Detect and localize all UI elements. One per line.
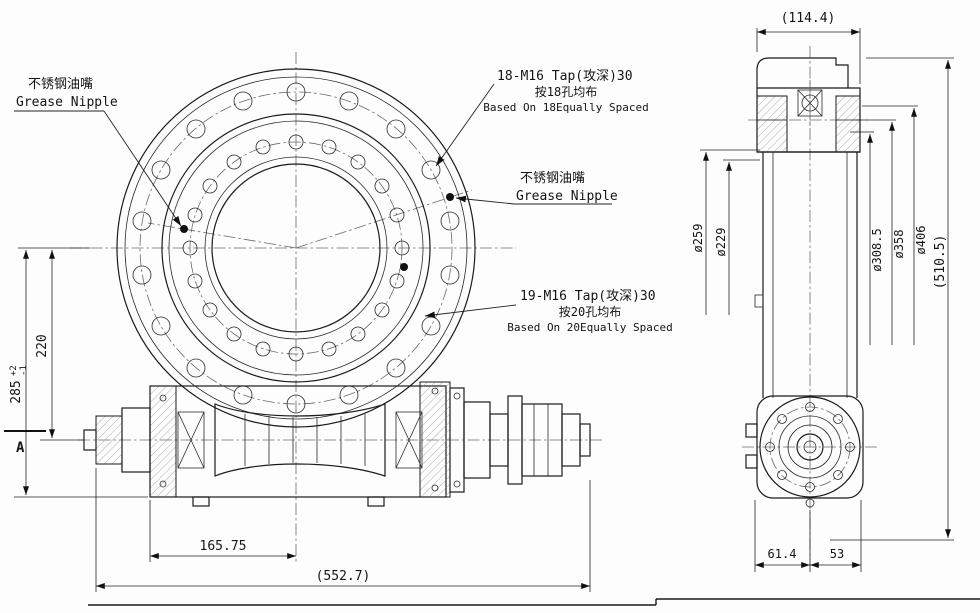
note-tap18-title: 18-M16 Tap(攻深)30 xyxy=(497,69,633,84)
grease-nipple-outer-icon xyxy=(446,193,454,201)
dimensions: 220 285 +2 -1 A 165.75 (552.7) (114.4) ø… xyxy=(4,11,954,592)
dim-dia406: ø406 xyxy=(914,226,928,255)
sheet-border xyxy=(88,598,980,606)
note-tap18-cn: 按18孔均布 xyxy=(535,85,597,99)
side-view-centerlines xyxy=(742,46,878,560)
note-grease-left-cn: 不锈钢油嘴 xyxy=(28,77,93,92)
dim-285-tol-minus: -1 xyxy=(19,365,29,376)
dim-285: 285 +2 -1 xyxy=(9,365,29,404)
dim-dia259: ø259 xyxy=(691,224,705,253)
side-view xyxy=(742,46,878,560)
dim-dia308-5: ø308.5 xyxy=(870,228,884,271)
dim-53: 53 xyxy=(830,547,844,561)
side-bearing-section xyxy=(756,57,861,153)
note-tap20-cn: 按20孔均布 xyxy=(559,305,621,319)
note-tap18-en: Based On 18Equally Spaced xyxy=(483,101,649,114)
annotations: 不锈钢油嘴 Grease Nipple 18-M16 Tap(攻深)30 按18… xyxy=(14,69,673,334)
dim-510-5: (510.5) xyxy=(933,235,948,290)
side-worm-end-flange xyxy=(745,395,864,508)
dim-285-value: 285 xyxy=(9,380,24,403)
slewing-ring-circles xyxy=(116,68,476,428)
dim-285-tol-plus: +2 xyxy=(9,365,19,376)
note-tap20-en: Based On 20Equally Spaced xyxy=(507,321,673,334)
note-grease-right-cn: 不锈钢油嘴 xyxy=(520,171,585,186)
note-grease-left-en: Grease Nipple xyxy=(16,95,118,110)
dim-61-4: 61.4 xyxy=(768,547,797,561)
side-body-column xyxy=(754,152,858,398)
front-view xyxy=(70,52,602,562)
dim-dia229: ø229 xyxy=(714,228,728,257)
dim-220: 220 xyxy=(35,334,50,357)
dim-552-7: (552.7) xyxy=(316,569,371,584)
gear-housing-section xyxy=(78,381,602,507)
note-grease-right-en: Grease Nipple xyxy=(516,189,618,204)
dim-dia358: ø358 xyxy=(892,230,906,259)
inner-bolt-holes-20 xyxy=(182,134,410,362)
dim-114-4: (114.4) xyxy=(781,11,836,26)
grease-nipple-right-icon xyxy=(400,263,408,271)
front-view-centerlines xyxy=(70,52,516,562)
grease-nipple-inner-icon xyxy=(180,225,188,233)
section-label-a: A xyxy=(16,440,25,456)
dim-165-75: 165.75 xyxy=(200,539,247,554)
note-tap20-title: 19-M16 Tap(攻深)30 xyxy=(520,289,656,304)
